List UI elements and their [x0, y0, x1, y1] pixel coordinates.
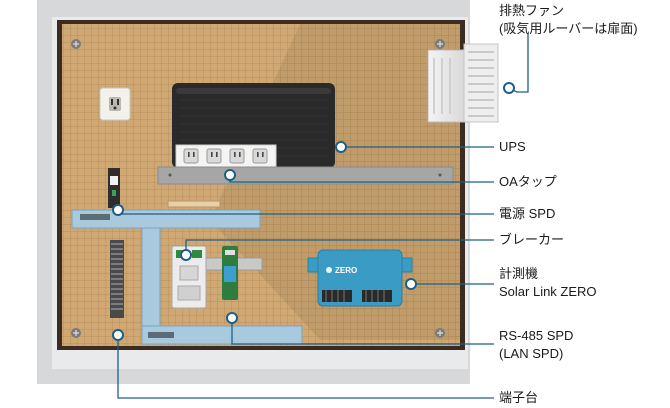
callout-lines — [117, 33, 529, 399]
oa-tap-marker — [224, 169, 236, 181]
label-breaker: ブレーカー — [499, 232, 565, 247]
power-spd-marker — [112, 204, 124, 216]
meter-marker — [405, 278, 417, 290]
screw-icon — [435, 39, 445, 49]
wall-outlet-icon — [99, 87, 131, 121]
breaker-marker — [180, 249, 192, 261]
screw-icon — [71, 39, 81, 49]
label-ups: UPS — [499, 139, 526, 154]
terminal-marker — [112, 329, 124, 341]
oa-tap-strip — [175, 144, 277, 168]
rs485-spd-device — [222, 246, 238, 300]
solar-link-zero-meter: ZERO — [307, 249, 413, 307]
terminal-block — [110, 240, 124, 318]
label-rs485: RS-485 SPD — [499, 328, 574, 343]
label-fan-sub: (吸気用ルーバーは扉面) — [499, 21, 638, 36]
callout-markers — [112, 82, 515, 341]
screw-icon — [71, 328, 81, 338]
exhaust-fan-icon — [427, 43, 499, 123]
fan-marker — [503, 82, 515, 94]
meter-brand-text: ZERO — [335, 266, 357, 275]
label-terminal: 端子台 — [499, 390, 539, 405]
power-spd-device — [108, 168, 120, 208]
screw-icon — [435, 328, 445, 338]
label-rs485-sub: (LAN SPD) — [499, 346, 564, 361]
rs485-marker — [226, 312, 238, 324]
ups-marker — [335, 141, 347, 153]
label-power-spd: 電源 SPD — [499, 206, 556, 221]
label-meter-name: Solar Link ZERO — [499, 284, 597, 299]
label-fan: 排熱ファン — [499, 3, 565, 18]
wood-bar — [167, 200, 221, 208]
breaker-device — [171, 245, 207, 309]
label-meter-title: 計測機 — [499, 266, 539, 281]
label-oa-tap: OAタップ — [499, 174, 557, 189]
